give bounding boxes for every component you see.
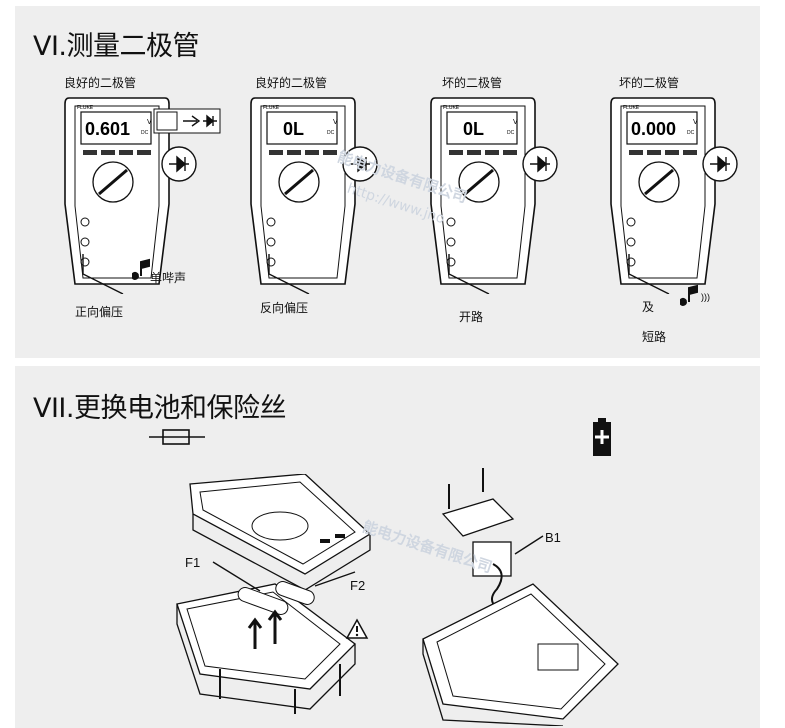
case-heading-3: 坏的二极管 (442, 76, 503, 90)
svg-text:V: V (147, 119, 152, 126)
status-label-short: 短路 (642, 330, 667, 344)
bias-label-forward: 正向偏压 (75, 305, 124, 319)
case-heading-1: 良好的二极管 (64, 76, 137, 90)
svg-text:))): ))) (701, 292, 710, 302)
diode-symbol-icon (522, 146, 558, 182)
display-readout-2: 0L (283, 119, 304, 139)
svg-text:V: V (333, 119, 338, 126)
display-readout-1: 0.601 (85, 119, 130, 139)
warning-triangle-icon (345, 618, 369, 639)
multimeter-illustration-1: 0.601 V DC FLUKE (64, 97, 170, 294)
fuse-icon (149, 429, 205, 445)
beep-label: 单哔声 (150, 271, 187, 285)
diode-symbol-icon (161, 146, 197, 182)
battery-label-b1: B1 (545, 530, 561, 545)
svg-text:FLUKE: FLUKE (77, 105, 94, 111)
svg-text:FLUKE: FLUKE (623, 105, 640, 111)
music-note-icon (132, 258, 150, 280)
svg-text:DC: DC (327, 130, 335, 136)
svg-text:FLUKE: FLUKE (263, 105, 280, 111)
display-readout-3: 0L (463, 119, 484, 139)
section-title-diode: VI.测量二极管 (33, 31, 200, 62)
diode-symbol-icon (702, 146, 738, 182)
battery-plus-icon (593, 418, 611, 456)
section-title-battery-fuse: VII.更换电池和保险丝 (33, 393, 286, 424)
battery-replacement-illustration (422, 468, 619, 726)
svg-text:DC: DC (687, 130, 695, 136)
diode-test-panel: VI.测量二极管 良好的二极管 良好的二极管 坏的二极管 坏的二极管 0.601… (15, 6, 760, 358)
multimeter-illustration-4: 0.000 V DC FLUKE (610, 97, 716, 294)
svg-text:DC: DC (141, 130, 149, 136)
svg-text:V: V (693, 119, 698, 126)
svg-text:V: V (513, 119, 518, 126)
and-label: 及 (642, 300, 655, 314)
beep-sound-icon: ))) (680, 284, 710, 306)
svg-text:FLUKE: FLUKE (443, 105, 460, 111)
button-callout-icon (153, 108, 221, 134)
fuse-replacement-illustration (176, 474, 372, 714)
svg-text:DC: DC (507, 130, 515, 136)
multimeter-illustration-3: 0L V DC FLUKE (430, 97, 536, 294)
fuse-label-f2: F2 (350, 578, 366, 593)
case-heading-2: 良好的二极管 (255, 76, 328, 90)
status-label-open: 开路 (459, 310, 484, 324)
display-readout-4: 0.000 (631, 119, 676, 139)
multimeter-illustration-2: 0L V DC FLUKE (250, 97, 356, 294)
diode-symbol-icon (342, 146, 378, 182)
battery-fuse-panel: VII.更换电池和保险丝 F1 F2 (15, 366, 760, 728)
bias-label-reverse: 反向偏压 (260, 301, 309, 315)
fuse-label-f1: F1 (185, 555, 201, 570)
case-heading-4: 坏的二极管 (619, 76, 680, 90)
